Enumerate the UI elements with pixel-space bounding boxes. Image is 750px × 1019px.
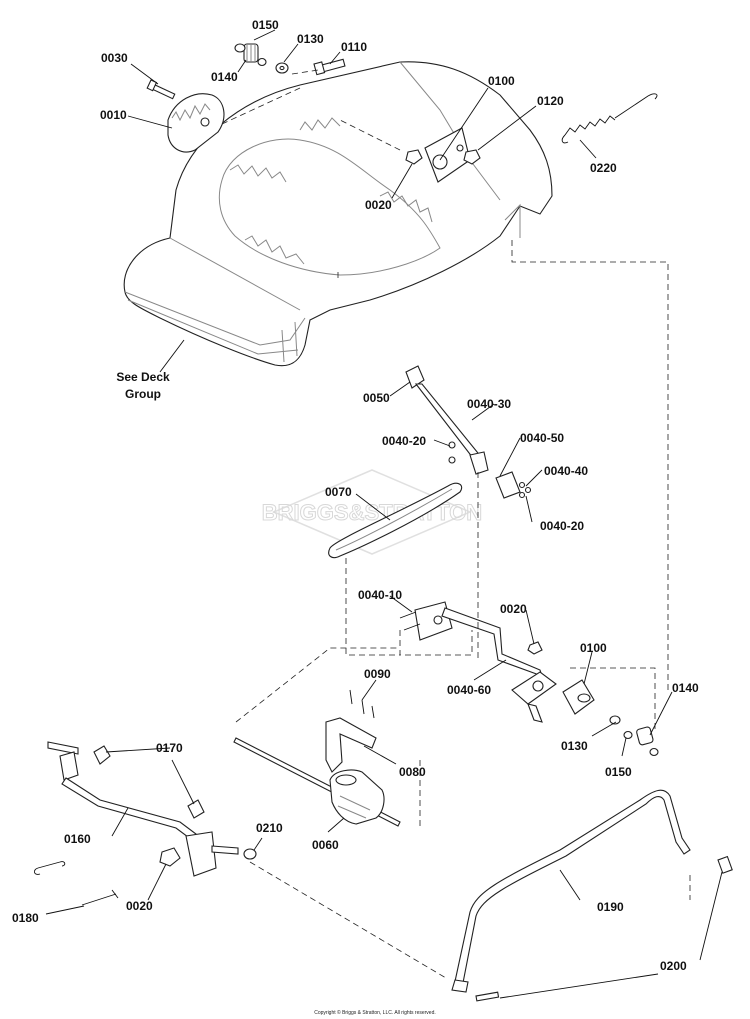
label-0140-mid: 0140 [672, 681, 699, 695]
washer-0210 [243, 848, 257, 860]
label-0040-40: 0040-40 [544, 464, 588, 478]
part-labels: 0150 0130 0110 0030 0140 0010 0100 0120 … [12, 18, 699, 973]
deck-note-line1: See Deck [116, 370, 170, 384]
label-0040-60: 0040-60 [447, 683, 491, 697]
adjuster-bolt [146, 79, 176, 100]
label-0150-top: 0150 [252, 18, 279, 32]
lever-washers [448, 441, 456, 464]
nut-0020-mid [527, 641, 543, 655]
nut-0020-bot [159, 847, 181, 867]
label-0160: 0160 [64, 832, 91, 846]
pivot-bracket-0040-50 [495, 471, 521, 499]
label-0040-20-a: 0040-20 [382, 434, 426, 448]
bolt-0110 [313, 58, 346, 76]
washer-0150-top [234, 43, 267, 67]
wire-clip-0180 [33, 861, 119, 906]
washer-0150-mid [623, 730, 659, 757]
label-0180: 0180 [12, 911, 39, 925]
label-0170: 0170 [156, 741, 183, 755]
height-adjuster-plate [167, 93, 225, 153]
label-0040-10: 0040-10 [358, 588, 402, 602]
nut-0020-top [405, 149, 423, 165]
spacer-0140-top [243, 43, 259, 63]
label-0050: 0050 [363, 391, 390, 405]
bracket-0100-mid [562, 679, 595, 715]
bolts-0200 [475, 855, 733, 1002]
mount-bracket-0080 [325, 717, 377, 773]
label-0120: 0120 [537, 94, 564, 108]
transmission-0060 [233, 737, 401, 827]
washer-0130-top [275, 62, 289, 74]
knob-0050 [405, 365, 425, 389]
gear-pawl-0170-lower [187, 799, 205, 819]
watermark-text: BRIGGS&STRATTON [262, 500, 482, 525]
drive-belt-0070 [328, 482, 463, 559]
label-0210: 0210 [256, 821, 283, 835]
label-0040-50: 0040-50 [520, 431, 564, 445]
label-0020-mid: 0020 [500, 602, 527, 616]
label-0220: 0220 [590, 161, 617, 175]
label-0040-30: 0040-30 [467, 397, 511, 411]
label-0010: 0010 [100, 108, 127, 122]
watermark-logo: BRIGGS&STRATTON [261, 469, 483, 555]
assembly-lines [221, 69, 691, 979]
deck-note-line2: Group [125, 387, 161, 401]
label-0070: 0070 [325, 485, 352, 499]
axle-assembly-0160 [47, 741, 239, 877]
handle-0190 [451, 789, 691, 993]
label-0020-top: 0020 [365, 198, 392, 212]
label-0020-bot: 0020 [126, 899, 153, 913]
label-0080: 0080 [399, 765, 426, 779]
label-0150-mid: 0150 [605, 765, 632, 779]
copyright-notice: Copyright © Briggs & Stratton, LLC. All … [314, 1009, 436, 1016]
label-0110: 0110 [341, 40, 367, 54]
screws-0090 [349, 689, 375, 719]
leader-lines [45, 29, 723, 999]
shift-lever [414, 383, 489, 475]
label-0030: 0030 [101, 51, 128, 65]
label-0190: 0190 [597, 900, 624, 914]
label-0200: 0200 [660, 959, 687, 973]
label-0140-top: 0140 [211, 70, 238, 84]
label-0090: 0090 [364, 667, 391, 681]
small-screws-0040-40 [518, 481, 532, 499]
rod-bracket-mid [511, 671, 557, 723]
washer-0130-mid [609, 715, 621, 725]
gear-pawl-0170-upper [93, 745, 111, 765]
label-0040-20-b: 0040-20 [540, 519, 584, 533]
label-0100-mid: 0100 [580, 641, 607, 655]
label-0130-mid: 0130 [561, 739, 588, 753]
bracket-0100-top [424, 127, 471, 183]
label-0130-top: 0130 [297, 32, 324, 46]
screws-0040-10 [399, 611, 421, 631]
nut-0120 [463, 149, 481, 165]
spacer-0140-mid [636, 726, 654, 746]
spring-0220 [561, 93, 658, 144]
label-0060: 0060 [312, 838, 339, 852]
label-0100-top: 0100 [488, 74, 515, 88]
